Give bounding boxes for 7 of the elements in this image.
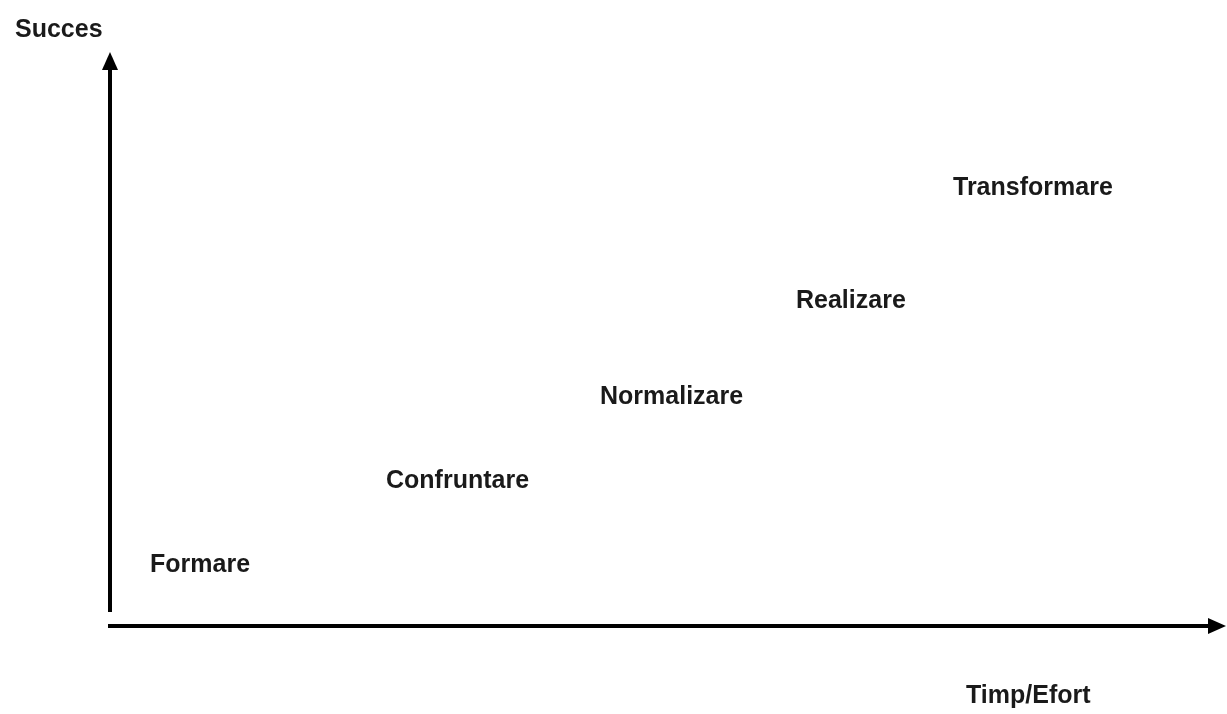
stage-label: Normalizare [600, 383, 744, 408]
axis-label: Timp/Efort [966, 682, 1091, 707]
axis-label: Succes [15, 16, 103, 41]
stage-label: Confruntare [386, 467, 530, 492]
stage-label: Transformare [953, 174, 1113, 199]
stage-label: Formare [150, 551, 251, 576]
stage-label: Realizare [796, 287, 906, 312]
